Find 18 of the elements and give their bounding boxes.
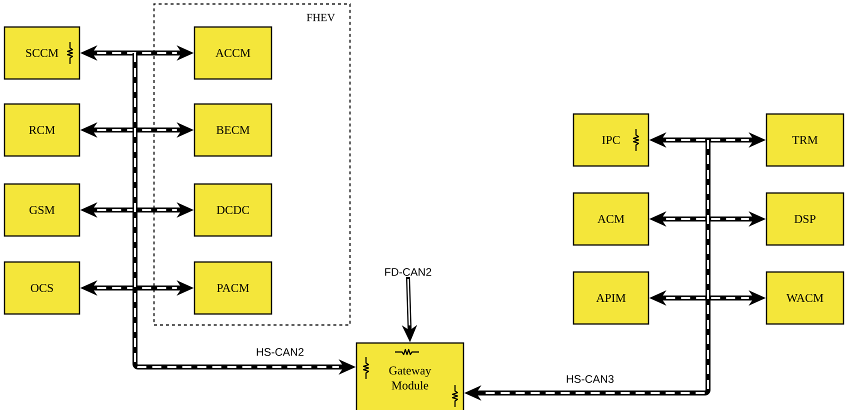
module-box: DSP [766, 192, 844, 246]
module-box: GSM [4, 183, 80, 237]
module-box: ACCM [194, 26, 272, 80]
module-box: RCM [4, 103, 80, 157]
module-box: ACM [572, 192, 650, 246]
module-box: Gateway Module [356, 342, 464, 410]
module-box: DCDC [194, 183, 272, 237]
module-box: SCCM [4, 26, 80, 80]
module-box: OCS [4, 261, 80, 315]
module-box: BECM [194, 103, 272, 157]
module-box: PACM [194, 261, 272, 315]
edge-label: HS-CAN2 [256, 348, 304, 356]
bus-label: FD-CAN2 [385, 268, 432, 276]
module-box: IPC [572, 113, 650, 167]
module-box: APIM [572, 271, 650, 325]
module-box: TRM [766, 113, 844, 167]
edge-label: HS-CAN3 [566, 375, 614, 383]
module-box: WACM [766, 271, 844, 325]
